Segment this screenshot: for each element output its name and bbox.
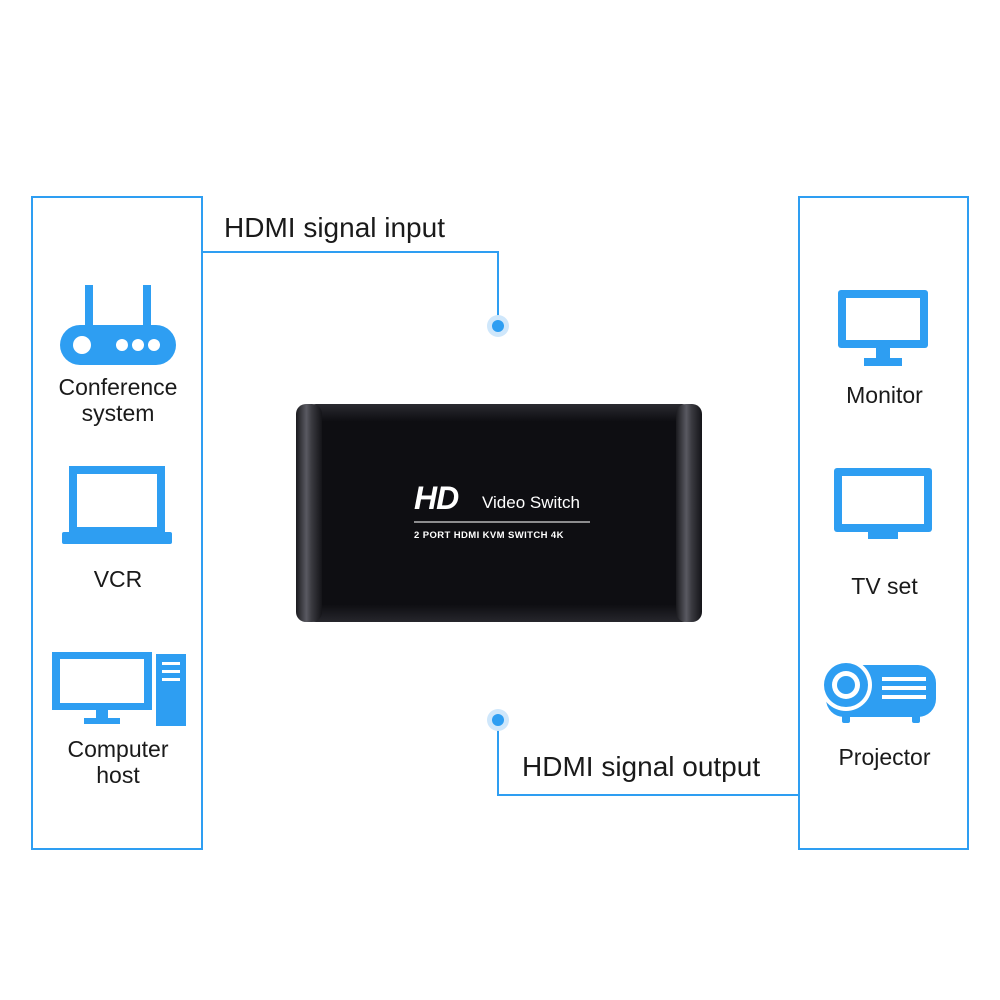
input-devices-panel	[31, 196, 203, 850]
device-subtitle: 2 PORT HDMI KVM SWITCH 4K	[414, 530, 564, 541]
computer-host-label: Computer host	[67, 736, 169, 788]
vcr-label: VCR	[93, 566, 143, 592]
laptop-icon	[62, 466, 172, 544]
hdmi-switch-device	[296, 404, 702, 622]
tv-set-label: TV set	[851, 573, 918, 599]
input-connector-dot	[492, 320, 504, 332]
monitor-icon	[838, 290, 928, 366]
conference-system-label: Conference system	[58, 374, 178, 426]
device-title: Video Switch	[482, 493, 580, 512]
output-connector-dot	[492, 714, 504, 726]
input-connector-line	[203, 251, 499, 325]
tv-icon	[834, 468, 932, 539]
device-hd-logo: HD	[414, 480, 459, 516]
hdmi-output-callout: HDMI signal output	[522, 751, 761, 782]
projector-icon	[820, 659, 936, 723]
projector-label: Projector	[838, 744, 931, 770]
router-icon	[60, 285, 176, 365]
desktop-computer-icon	[52, 652, 186, 726]
output-devices-panel	[798, 196, 969, 850]
output-connector-line	[497, 720, 798, 796]
hdmi-input-callout: HDMI signal input	[224, 212, 445, 243]
monitor-label: Monitor	[846, 382, 923, 408]
